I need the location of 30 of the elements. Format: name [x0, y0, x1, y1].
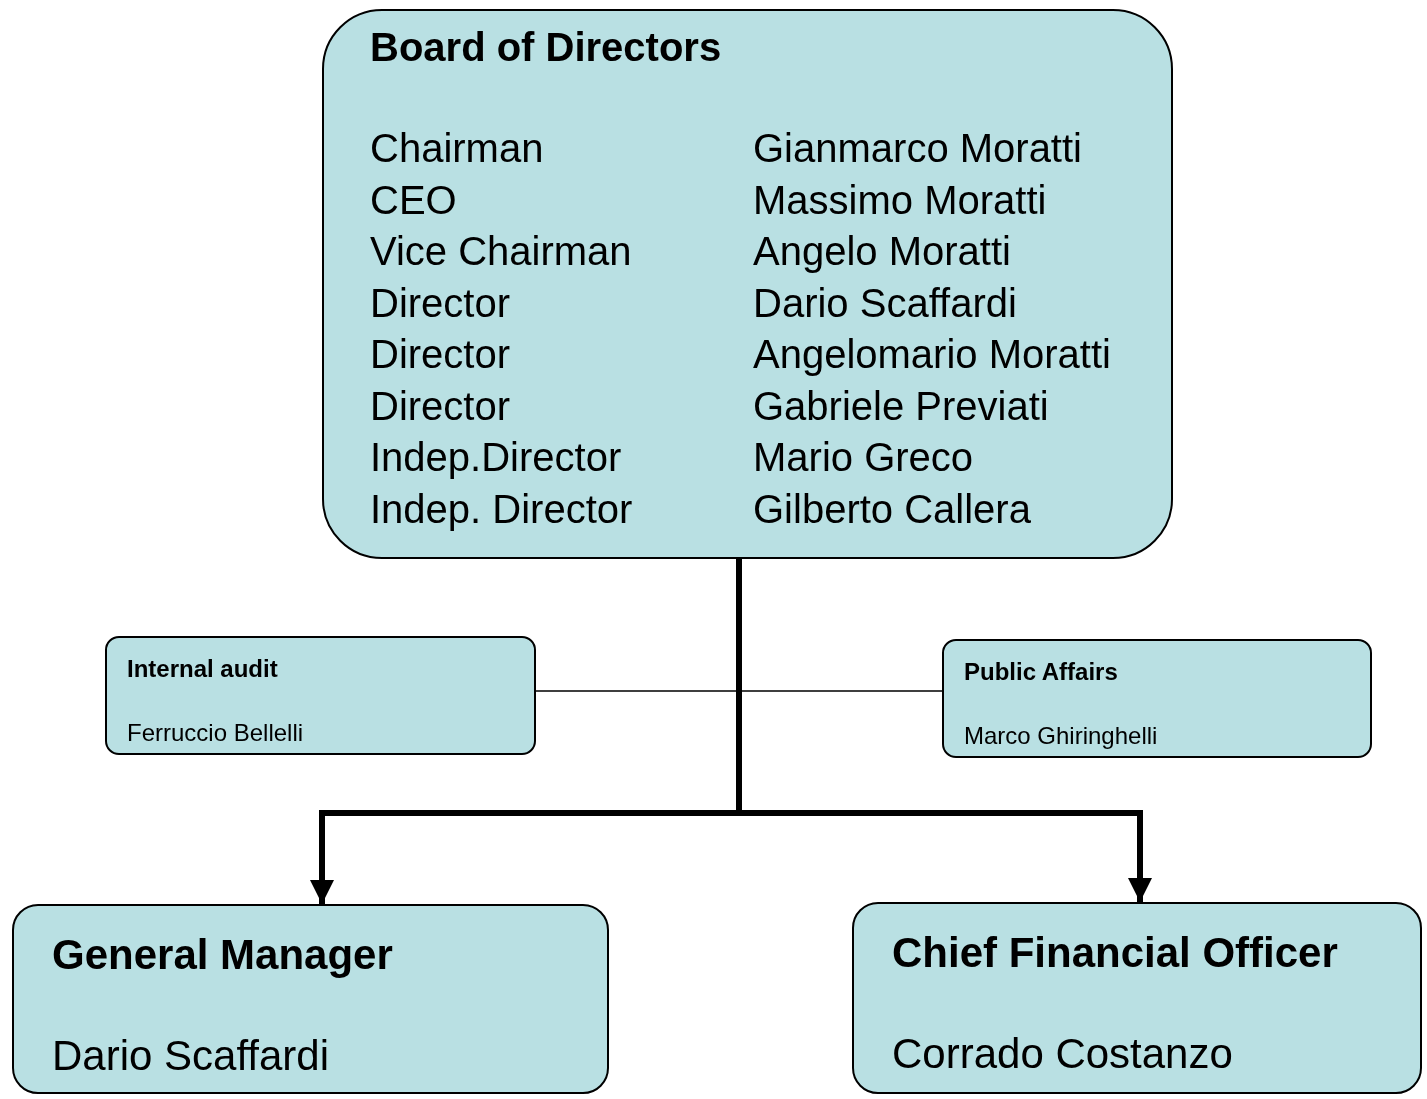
role-box: [12, 904, 609, 1094]
heading: Chief Financial Officer: [892, 928, 1338, 978]
role-text: Director: [370, 331, 512, 378]
role-text: Vice Chairman: [370, 228, 633, 275]
member-name: Mario Greco: [753, 434, 975, 481]
heading: Public Affairs: [964, 657, 1118, 687]
role-text: Director: [370, 382, 512, 430]
role-box: [105, 636, 536, 755]
person-name: Dario Scaffardi: [52, 1031, 330, 1081]
heading: General Manager: [52, 930, 393, 980]
role-text: Director: [370, 279, 512, 327]
person-name: Marco Ghiringhelli: [964, 721, 1158, 751]
role-text: Chairman: [370, 125, 545, 172]
heading: Internal audit: [127, 654, 278, 684]
member-name: Gabriele Previati: [753, 382, 1050, 430]
role-box: [852, 902, 1422, 1094]
member-name: Massimo Moratti: [753, 176, 1048, 224]
member-name: Gilberto Callera: [753, 485, 1032, 533]
member-name: Angelo Moratti: [753, 228, 1012, 275]
person-name: Ferruccio Bellelli: [127, 718, 304, 748]
role-text: Indep. Director: [370, 485, 634, 533]
member-name: Dario Scaffardi: [753, 279, 1018, 327]
role-text: Indep.Director: [370, 434, 623, 481]
board-box: [322, 9, 1173, 559]
person-name: Corrado Costanzo: [892, 1029, 1233, 1079]
member-name: Angelomario Moratti: [753, 331, 1111, 378]
role-box: [942, 639, 1372, 758]
heading: Board of Directors: [370, 24, 722, 71]
member-name: Gianmarco Moratti: [753, 125, 1083, 172]
role-text: CEO: [370, 176, 458, 224]
